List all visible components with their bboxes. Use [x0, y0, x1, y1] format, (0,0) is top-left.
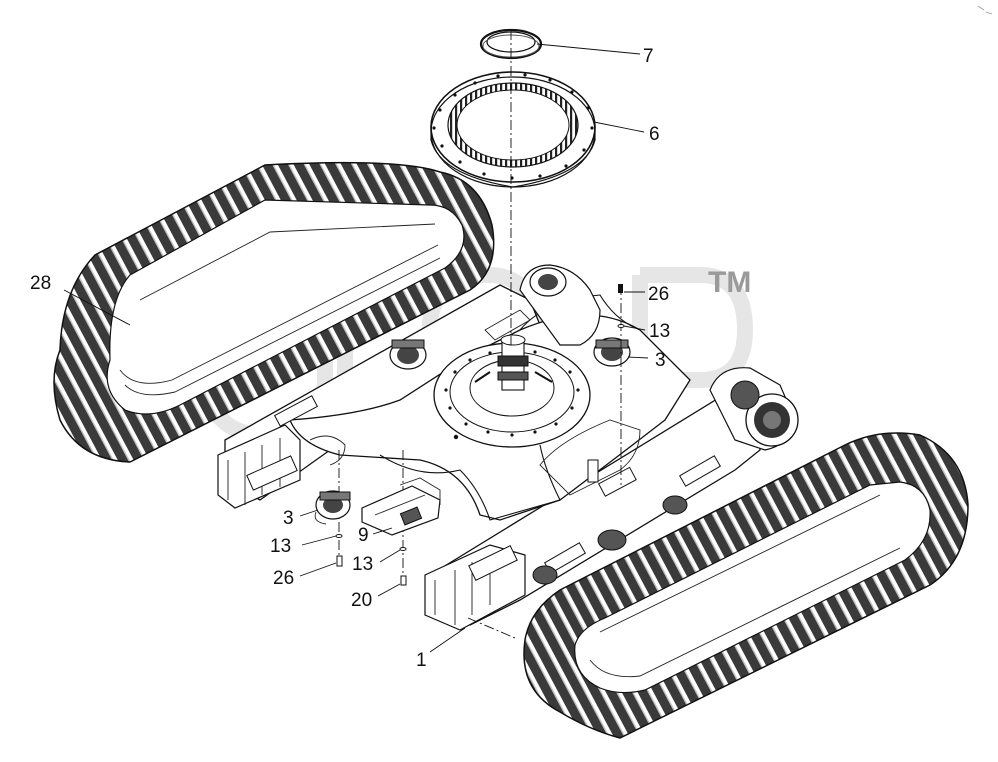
- undercarriage-frame: [217, 264, 799, 631]
- callout-6: 6: [649, 124, 660, 145]
- track-chain-right: [523, 432, 969, 739]
- bolt-part-20: [400, 575, 407, 586]
- bolt-part-26-right: [618, 284, 623, 293]
- travel-motor-front: [709, 367, 799, 451]
- washer-part-13-right: [617, 324, 625, 328]
- callout-13-guard: 13: [352, 554, 373, 575]
- assembly-axis-idler: [467, 617, 516, 639]
- leader-lines: [63, 43, 649, 653]
- travel-motor-rear: [519, 264, 601, 346]
- callout-20: 20: [351, 590, 372, 611]
- carrier-roller-part-3: [314, 490, 351, 525]
- slewing-ring-part-6: [430, 71, 596, 188]
- callout-9: 9: [358, 525, 369, 546]
- callout-3-left: 3: [283, 508, 294, 529]
- callout-1: 1: [416, 650, 427, 671]
- callout-26-left: 26: [273, 568, 294, 589]
- carrier-roller-upper-left: [389, 339, 427, 370]
- carrier-roller-upper-right: [593, 337, 631, 367]
- callout-26-right: 26: [648, 284, 669, 305]
- washer-part-13-guard: [399, 547, 407, 551]
- center-swivel-joint: [474, 334, 553, 391]
- corner-mark-icon: [977, 5, 993, 15]
- washer-part-13-left: [335, 534, 343, 538]
- idler-fork-left: [217, 424, 346, 509]
- callout-13-right: 13: [649, 321, 670, 342]
- track-chain-left: [53, 161, 495, 463]
- idler-fork-right: [424, 544, 526, 631]
- trademark-mark: TM: [708, 266, 751, 299]
- track-guard-part-9: [361, 477, 441, 536]
- callout-3-right: 3: [655, 350, 666, 371]
- callout-28: 28: [30, 273, 51, 294]
- callout-7: 7: [643, 46, 654, 67]
- bolt-part-26-left: [336, 555, 343, 567]
- callout-13-left: 13: [270, 536, 291, 557]
